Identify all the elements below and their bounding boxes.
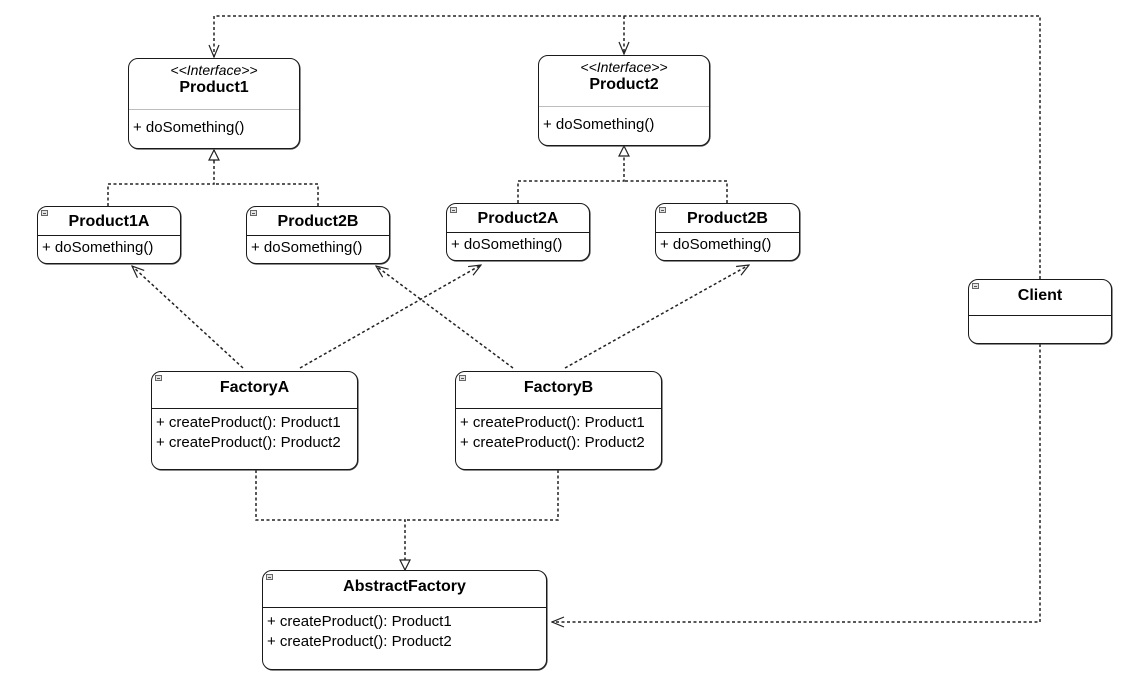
operation: + doSomething()	[660, 236, 772, 253]
divider	[263, 607, 546, 608]
operation: + createProduct(): Product2	[156, 434, 341, 451]
operation: + createProduct(): Product2	[267, 633, 452, 650]
operation: + createProduct(): Product1	[267, 613, 452, 630]
operation: + doSomething()	[451, 236, 563, 253]
operation: + doSomething()	[42, 239, 154, 256]
class-factorya[interactable]: FactoryA + createProduct(): Product1 + c…	[151, 371, 358, 470]
class-client[interactable]: Client	[968, 279, 1112, 344]
divider	[447, 232, 589, 233]
class-product2[interactable]: <<Interface>> Product2 + doSomething()	[538, 55, 710, 146]
class-name: Product2A	[477, 210, 559, 227]
dep-factoryb-to-product2b-left	[376, 266, 514, 369]
class-name: Product1A	[68, 213, 150, 230]
dep-factoryb-to-product2b-right	[564, 265, 749, 369]
class-name: Product2B	[687, 210, 768, 227]
stereotype-label: <<Interface>>	[580, 59, 668, 75]
class-name: FactoryA	[219, 379, 290, 396]
operation: + doSomething()	[133, 119, 245, 136]
class-product2a[interactable]: Product2A + doSomething()	[446, 203, 590, 261]
realize-factoryb-to-abstractfactory	[405, 470, 559, 521]
collapse-icon[interactable]	[659, 207, 666, 213]
class-factoryb[interactable]: FactoryB + createProduct(): Product1 + c…	[455, 371, 662, 470]
class-name: Product2B	[277, 213, 359, 230]
class-name: Product2	[589, 76, 659, 93]
realize-factorya-to-abstractfactory	[255, 470, 405, 570]
class-name: Client	[1017, 287, 1063, 304]
divider	[247, 235, 389, 236]
divider	[129, 109, 299, 110]
class-product2b-right[interactable]: Product2B + doSomething()	[655, 203, 800, 261]
collapse-icon[interactable]	[972, 283, 979, 289]
realize-product1a-to-product1	[107, 150, 214, 206]
class-product2b-left[interactable]: Product2B + doSomething()	[246, 206, 390, 264]
divider	[456, 408, 661, 409]
collapse-icon[interactable]	[250, 210, 257, 216]
divider	[38, 235, 180, 236]
collapse-icon[interactable]	[266, 574, 273, 580]
class-name: AbstractFactory	[343, 578, 466, 595]
dep-factorya-to-product2a	[299, 265, 481, 369]
realize-product2b-to-product1	[214, 183, 319, 206]
realize-product2a-to-product2	[517, 146, 624, 203]
dep-factorya-to-product1a	[132, 266, 244, 369]
operation: + createProduct(): Product1	[156, 414, 341, 431]
class-product1a[interactable]: Product1A + doSomething()	[37, 206, 181, 264]
operation: + doSomething()	[543, 116, 655, 133]
class-name: FactoryB	[523, 379, 594, 396]
class-abstractfactory[interactable]: AbstractFactory + createProduct(): Produ…	[262, 570, 547, 670]
divider	[656, 232, 799, 233]
stereotype-label: <<Interface>>	[170, 62, 258, 78]
collapse-icon[interactable]	[450, 207, 457, 213]
divider	[152, 408, 357, 409]
divider	[969, 315, 1111, 316]
collapse-icon[interactable]	[459, 375, 466, 381]
operation: + createProduct(): Product1	[460, 414, 645, 431]
operation: + createProduct(): Product2	[460, 434, 645, 451]
class-name: Product1	[179, 79, 249, 96]
divider	[539, 106, 709, 107]
collapse-icon[interactable]	[41, 210, 48, 216]
operation: + doSomething()	[251, 239, 363, 256]
realize-product2b-to-product2	[624, 180, 728, 203]
collapse-icon[interactable]	[155, 375, 162, 381]
dep-client-to-abstractfactory	[552, 344, 1041, 622]
class-product1[interactable]: <<Interface>> Product1 + doSomething()	[128, 58, 300, 149]
